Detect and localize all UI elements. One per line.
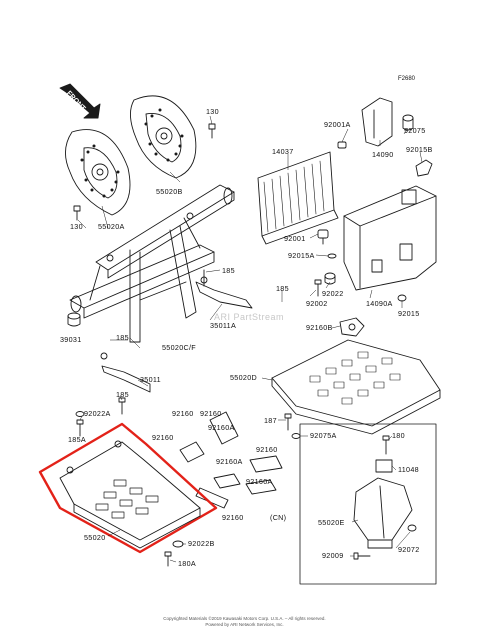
callout-92015b[interactable]: 92015B	[406, 145, 433, 154]
collar-39031	[67, 312, 81, 327]
cap-92075	[402, 114, 414, 131]
collar-92072	[407, 524, 417, 532]
callout-130-top[interactable]: 130	[206, 107, 219, 116]
callout-92001[interactable]: 92001	[284, 234, 306, 243]
callout-185-d[interactable]: 185	[116, 390, 129, 399]
skid-plate-55020-highlighted	[38, 422, 218, 554]
callout-92160-3[interactable]: 92160	[152, 433, 174, 442]
callout-14090a[interactable]: 14090A	[366, 299, 393, 308]
callout-39031[interactable]: 39031	[60, 335, 82, 344]
bolt-130-left	[73, 205, 81, 221]
callout-92160a-2[interactable]: 92160A	[216, 457, 243, 466]
figure-code: F2680	[398, 76, 416, 82]
cushion-92160b	[339, 317, 365, 337]
callout-130-left[interactable]: 130	[70, 222, 83, 231]
callout-92022b[interactable]: 92022B	[188, 539, 215, 548]
guard-55020e	[353, 477, 413, 549]
pad-92160-c	[195, 487, 229, 509]
disc-guard-55020a	[65, 129, 131, 216]
copyright-line-1: Copyrighted Materials ©2019 Kawasaki Mot…	[163, 616, 326, 621]
watermark: ARI PartStream	[214, 312, 285, 322]
washer-92022a	[75, 411, 85, 417]
callout-92160a-3[interactable]: 92160A	[246, 477, 273, 486]
pad-92160a-c	[245, 479, 277, 495]
callout-185-a[interactable]: 185	[222, 266, 235, 275]
cap-92075a	[291, 433, 301, 439]
housing-14090a	[343, 185, 437, 291]
callout-92160b[interactable]: 92160B	[306, 323, 333, 332]
copyright-line-2: Powered by ARI Network Services, Inc.	[205, 622, 284, 627]
frame-55020cf	[69, 184, 235, 343]
callout-92015a[interactable]: 92015A	[288, 251, 315, 260]
bolt-185-d	[118, 397, 126, 415]
callout-92075[interactable]: 92075	[404, 126, 426, 135]
callout-55020a[interactable]: 55020A	[98, 222, 125, 231]
callout-187[interactable]: 187	[264, 416, 277, 425]
callout-92015[interactable]: 92015	[398, 309, 420, 318]
callout-92072[interactable]: 92072	[398, 545, 420, 554]
front-arrow	[59, 83, 101, 119]
callout-11048[interactable]: 11048	[398, 465, 419, 474]
bolt-185a	[76, 419, 84, 437]
cn-inset-box	[299, 423, 437, 585]
leader-lines	[77, 115, 423, 563]
bolt-92009	[353, 552, 371, 560]
washer-92015a	[327, 253, 337, 259]
bracket-35011	[100, 352, 151, 393]
callout-92009[interactable]: 92009	[322, 551, 344, 560]
callout-92160-5[interactable]: 92160	[222, 513, 244, 522]
radiator-14037	[257, 151, 339, 245]
callout-cn: (CN)	[270, 513, 287, 522]
callout-14090[interactable]: 14090	[372, 150, 394, 159]
callout-185-b[interactable]: 185	[276, 284, 289, 293]
callout-92160-4[interactable]: 92160	[256, 445, 278, 454]
collar-92022	[324, 272, 336, 285]
callout-92160a-1[interactable]: 92160A	[208, 423, 235, 432]
callout-55020e[interactable]: 55020E	[318, 518, 345, 527]
bolt-92002	[314, 279, 322, 297]
callout-92160-1[interactable]: 92160	[172, 409, 194, 418]
callout-55020cf[interactable]: 55020C/F	[162, 343, 196, 352]
callout-180[interactable]: 180	[392, 431, 405, 440]
callout-55020b[interactable]: 55020B	[156, 187, 183, 196]
callout-185a[interactable]: 185A	[68, 435, 86, 444]
washer-92022b	[172, 540, 184, 548]
pad-92160a-b	[213, 473, 241, 489]
callout-92002[interactable]: 92002	[306, 299, 328, 308]
callout-92160-2[interactable]: 92160	[200, 409, 222, 418]
cover-14090	[361, 97, 393, 147]
bolt-180	[382, 435, 390, 455]
callout-55020[interactable]: 55020	[84, 533, 106, 542]
pad-92160a-a	[209, 411, 239, 445]
callout-92022[interactable]: 92022	[322, 289, 344, 298]
callout-92075a[interactable]: 92075A	[310, 431, 337, 440]
callout-180a[interactable]: 180A	[178, 559, 196, 568]
callout-35011a[interactable]: 35011A	[210, 321, 237, 330]
pad-92160-b	[249, 455, 283, 473]
bracket-35011a	[195, 269, 253, 309]
grommet-92001a	[337, 141, 347, 149]
clip-92015b	[415, 159, 433, 177]
bolt-180a	[164, 551, 172, 567]
callout-35011[interactable]: 35011	[140, 375, 161, 384]
bolt-187	[284, 413, 292, 431]
callout-92022a[interactable]: 92022A	[84, 409, 111, 418]
skid-plate-55020d	[271, 339, 441, 435]
callout-55020d[interactable]: 55020D	[230, 373, 257, 382]
clip-11048	[375, 459, 393, 473]
callout-14037[interactable]: 14037	[272, 147, 294, 156]
bolt-130-top	[208, 123, 216, 139]
grommet-92001	[317, 229, 329, 245]
disc-guard-55020b	[130, 95, 197, 179]
callout-92001a[interactable]: 92001A	[324, 120, 351, 129]
callout-185-c[interactable]: 185	[116, 333, 129, 342]
pad-92160-a	[179, 441, 205, 463]
